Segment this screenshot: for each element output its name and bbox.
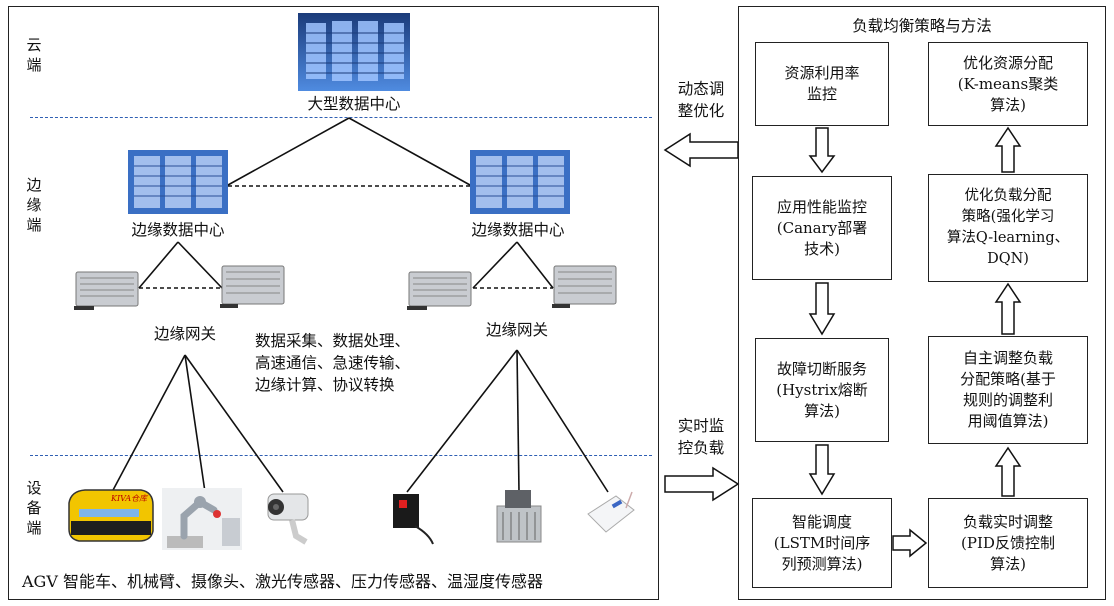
tier-label-device: 设 备 端 [26, 479, 42, 537]
edge-functions-text: 数据采集、数据处理、 高速通信、急速传输、 边缘计算、协议转换 [255, 332, 411, 394]
edge-gateway-left-b-icon [220, 262, 286, 314]
camera-icon [262, 488, 316, 546]
edge-gateway-left-label: 边缘网关 [153, 325, 216, 343]
box-optimize-resource: 优化资源分配 (K-means聚类 算法) [928, 42, 1088, 126]
edge-gateway-right-b-icon [552, 262, 618, 314]
box-realtime-adjust: 负载实时调整 (PID反馈控制 算法) [928, 498, 1088, 588]
arrow-up-2 [994, 282, 1022, 335]
divider-cloud-edge [30, 117, 652, 118]
strategy-panel-title: 负载均衡策略与方法 [852, 17, 992, 35]
box-fault-cutoff-service: 故障切断服务 (Hystrix熔断 算法) [755, 338, 889, 442]
laser-sensor-icon [385, 488, 435, 546]
divider-edge-device [30, 455, 652, 456]
realtime-monitor-label: 实时监 控负载 [677, 417, 725, 457]
arrow-down-3 [808, 444, 836, 496]
pressure-sensor-icon [487, 486, 549, 548]
arrow-down-2 [808, 282, 836, 336]
tier-label-edge: 边 缘 端 [26, 176, 42, 234]
edge-datacenter-left-label: 边缘数据中心 [131, 221, 225, 239]
box-resource-monitor: 资源利用率 监控 [755, 42, 889, 126]
cloud-datacenter-icon [298, 13, 410, 91]
robot-arm-icon [162, 488, 242, 550]
edge-datacenter-left-icon [128, 150, 228, 214]
agv-marking-text: KIVA仓库 [111, 494, 148, 503]
arrow-up-3 [994, 126, 1022, 173]
devices-caption: AGV 智能车、机械臂、摄像头、激光传感器、压力传感器、温湿度传感器 [22, 572, 543, 591]
box-optimize-load-strategy: 优化负载分配 策略(强化学习 算法Q-learning、 DQN) [928, 174, 1088, 282]
edge-datacenter-right-label: 边缘数据中心 [471, 221, 565, 239]
box-smart-scheduling: 智能调度 (LSTM时间序 列预测算法) [752, 498, 892, 588]
edge-gateway-right-label: 边缘网关 [485, 321, 548, 339]
arrow-right-bottom [892, 528, 928, 558]
box-auto-adjust-strategy: 自主调整负载 分配策略(基于 规则的调整利 用阈值算法) [928, 336, 1088, 444]
strategy-panel [738, 6, 1106, 600]
dynamic-optimize-label: 动态调 整优化 [677, 80, 725, 120]
edge-gateway-left-a-icon [74, 268, 140, 314]
tier-label-cloud: 云 端 [26, 36, 42, 74]
agv-vehicle-icon: KIVA仓库 [65, 485, 155, 545]
cloud-datacenter-label: 大型数据中心 [307, 95, 401, 113]
edge-datacenter-right-icon [470, 150, 570, 214]
arrow-up-1 [994, 446, 1022, 497]
temperature-humidity-sensor-icon [582, 488, 638, 544]
architecture-panel [8, 6, 659, 600]
arrow-down-1 [808, 127, 836, 174]
edge-gateway-right-a-icon [407, 268, 473, 314]
box-app-performance-monitor: 应用性能监控 (Canary部署 技术) [752, 176, 892, 280]
